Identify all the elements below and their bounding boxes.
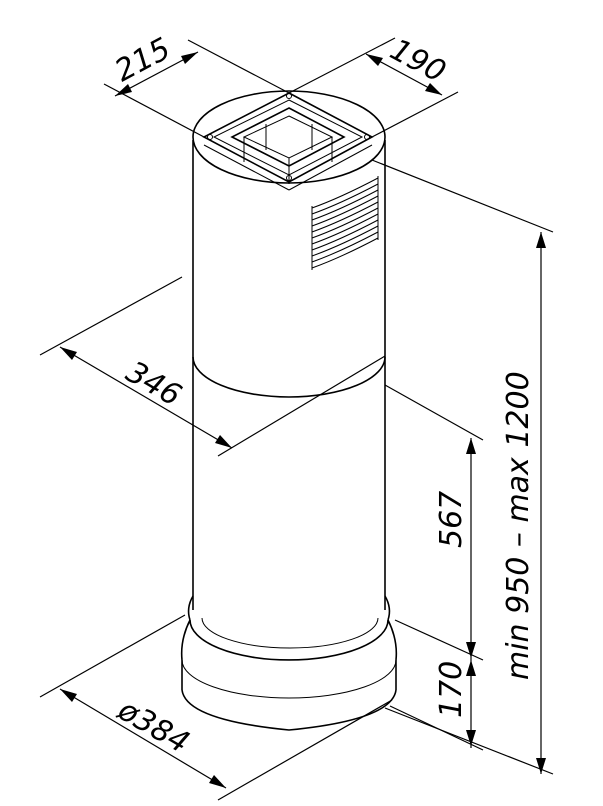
label-384: ø384 <box>111 692 195 761</box>
top-mounting-bracket <box>202 92 374 191</box>
vent-slots <box>311 176 379 270</box>
label-height-range: min 950 – max 1200 <box>501 371 536 680</box>
upper-chimney <box>192 90 386 398</box>
label-170: 170 <box>434 661 469 718</box>
lower-chimney <box>192 357 386 610</box>
dimension-346: 346 <box>39 276 386 457</box>
dimension-170: 170 <box>389 658 484 751</box>
canopy-base <box>180 595 398 731</box>
label-215: 215 <box>109 31 176 89</box>
label-346: 346 <box>120 355 187 414</box>
dimension-215: 215 <box>103 31 290 138</box>
label-567: 567 <box>434 491 469 548</box>
dimension-567: 567 <box>384 384 484 661</box>
dimension-total-height: min 950 – max 1200 <box>371 159 554 775</box>
